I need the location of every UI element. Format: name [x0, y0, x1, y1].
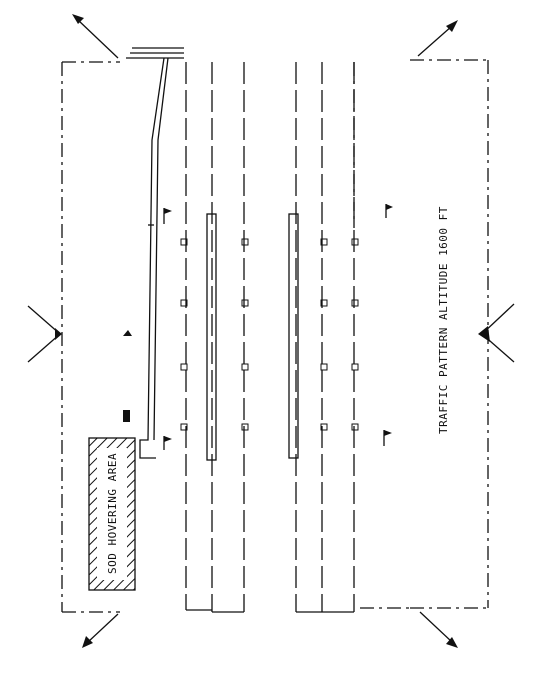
light-marker-icon — [241, 299, 249, 307]
entry-arrow-icon — [27, 305, 62, 363]
light-marker-icon — [351, 238, 359, 246]
vehicle-icon — [123, 330, 132, 336]
diagonal-arrow-icon — [72, 14, 119, 59]
vehicles — [123, 330, 132, 422]
diagonal-arrow-icon — [417, 20, 458, 57]
runway-right — [288, 213, 299, 459]
diagonal-arrow-icon — [419, 611, 458, 648]
light-marker-icon — [320, 238, 328, 246]
flag-icon — [385, 204, 393, 218]
light-marker-icon — [241, 238, 249, 246]
sod-hovering-area-label: SOD HOVERING AREA — [106, 453, 119, 574]
diagonal-arrow-icon — [82, 613, 119, 648]
flag-icon — [163, 208, 172, 224]
light-marker-icon — [320, 299, 328, 307]
sod-hovering-area: SOD HOVERING AREA — [88, 437, 136, 591]
bottom-connectors — [186, 609, 354, 613]
light-marker-icon — [320, 363, 328, 371]
light-marker-icon — [241, 423, 249, 431]
light-marker-icon — [180, 423, 188, 431]
approach-marker-top — [126, 47, 184, 59]
lane-lines — [185, 62, 355, 612]
light-marker-icon — [180, 238, 188, 246]
light-marker-icon — [351, 423, 359, 431]
flag-icon — [163, 436, 172, 450]
light-marker-icon — [351, 363, 359, 371]
flag-icon — [383, 430, 392, 446]
vehicle-icon — [123, 410, 130, 422]
light-marker-icon — [180, 363, 188, 371]
runway-left — [206, 213, 217, 461]
light-marker-icon — [180, 299, 188, 307]
runways — [206, 213, 299, 461]
pattern-altitude-label: TRAFFIC PATTERN ALTITUDE 1600 FT — [437, 206, 450, 434]
light-marker-icon — [351, 299, 359, 307]
flags — [163, 204, 393, 450]
light-marker-icon — [241, 363, 249, 371]
entry-arrow-icon — [478, 303, 515, 363]
light-markers — [180, 238, 359, 431]
taxiway-left — [139, 57, 169, 459]
light-marker-icon — [320, 423, 328, 431]
